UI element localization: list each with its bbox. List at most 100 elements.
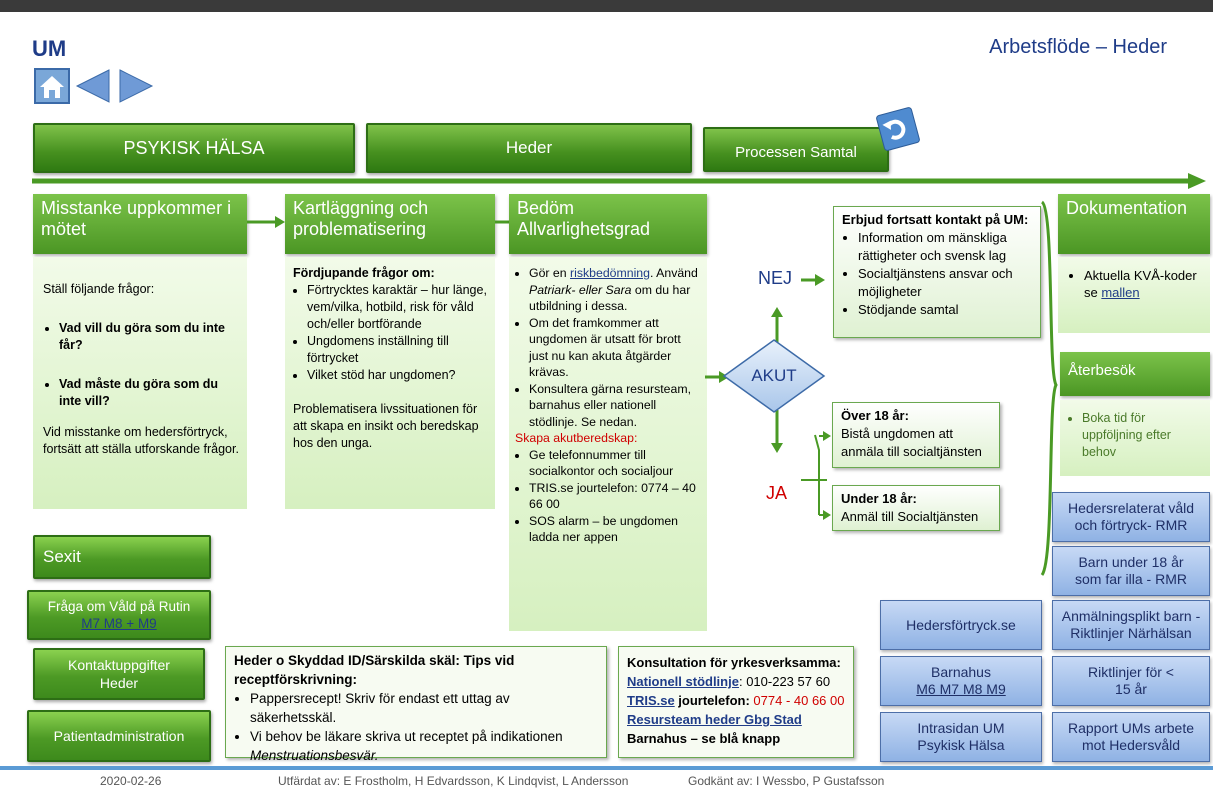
barnahus-label: Barnahus [931, 664, 991, 680]
barnahus-links[interactable]: M6 M7 M8 M9 [916, 681, 1006, 697]
processen-samtal-button[interactable]: Processen Samtal [703, 127, 889, 172]
step1-outro: Vid misstanke om hedersförtryck, fortsät… [43, 425, 239, 456]
akut-label: AKUT [751, 366, 797, 385]
top-bar [0, 0, 1213, 12]
aterbesok-panel: Boka tid för uppföljning efter behov [1060, 400, 1210, 476]
step3-bullet: Gör en riskbedömning. Använd Patriark- e… [529, 265, 701, 315]
text: Vi behov be läkare skriva ut receptet på… [250, 729, 563, 744]
fraga-label: Fråga om Våld på Rutin [47, 599, 191, 614]
aterbesok-heading: Återbesök [1060, 352, 1210, 396]
step-kartlaggning-panel: Fördjupande frågor om: Förtrycktes karak… [285, 257, 495, 509]
tips-item: Pappersrecept! Skriv för endast ett utta… [250, 689, 598, 727]
aterbesok-item: Boka tid för uppföljning efter behov [1082, 410, 1202, 461]
over-18-title: Över 18 år: [841, 408, 909, 423]
rmr-hedersvald-button[interactable]: Hedersrelaterat våld och förtryck- RMR [1052, 492, 1210, 542]
footer-date: 2020-02-26 [100, 774, 162, 788]
akut-item: Ge telefonnummer till socialkontor och s… [529, 447, 701, 480]
barnahus-button[interactable]: Barnahus M6 M7 M8 M9 [880, 656, 1042, 706]
resursteam-link[interactable]: Resursteam heder Gbg Stad [627, 712, 802, 727]
konsultation-box: Konsultation för yrkesverksamma: Natione… [618, 646, 854, 758]
step2-item: Ungdomens inställning till förtrycket [307, 333, 487, 367]
return-arrow-icon[interactable] [876, 107, 920, 151]
under-18-box: Under 18 år: Anmäl till Socialtjänsten [832, 485, 1000, 531]
kontaktuppgifter-button[interactable]: Kontaktuppgifter Heder [33, 648, 205, 700]
footer-godkant: Godkänt av: I Wessbo, P Gustafsson [688, 774, 885, 788]
arrow-left-icon[interactable] [75, 68, 111, 104]
heder-button[interactable]: Heder [366, 123, 692, 173]
step-misstanke-panel: Ställ följande frågor: Vad vill du göra … [33, 257, 247, 509]
fraga-om-vald-button[interactable]: Fråga om Våld på Rutin M7 M8 + M9 [27, 590, 211, 640]
mallen-link[interactable]: mallen [1101, 285, 1140, 300]
text: Gör en [529, 266, 571, 280]
under-18-title: Under 18 år: [841, 491, 917, 506]
nationell-stodlinje-link[interactable]: Nationell stödlinje [627, 674, 739, 689]
arrow-right-icon[interactable] [118, 68, 154, 104]
akut-diamond [722, 339, 826, 413]
patientadministration-button[interactable]: Patientadministration [27, 710, 211, 762]
rmr-barn-button[interactable]: Barn under 18 år som far illa - RMR [1052, 546, 1210, 596]
step1-question: Vad vill du göra som du inte får? [59, 320, 239, 354]
home-icon[interactable] [34, 68, 70, 104]
step2-intro: Fördjupande frågor om: [293, 266, 435, 280]
over-18-box: Över 18 år: Bistå ungdomen att anmäla ti… [832, 402, 1000, 468]
phone: 0774 - 40 66 00 [753, 693, 845, 708]
rapport-button[interactable]: Rapport UMs arbete mot Hedersvåld [1052, 712, 1210, 762]
dokumentation-panel: Aktuella KVÅ-koder se mallen [1058, 257, 1210, 333]
footer-utfardat: Utfärdat av: E Frostholm, H Edvardsson, … [278, 774, 629, 788]
erbjud-item: Information om mänskliga rättigheter och… [858, 229, 1032, 265]
footer-divider [0, 766, 1213, 770]
text: Menstruationsbesvär. [250, 748, 379, 763]
step2-item: Förtrycktes karaktär – hur länge, vem/vi… [307, 282, 487, 333]
text: Aktuella KVÅ-koder se [1084, 268, 1197, 300]
step3-bullet: Om det framkommer att ungdomen är utsatt… [529, 315, 701, 381]
step-kartlaggning-heading: Kartläggning och problematisering [285, 194, 495, 254]
riskbedomning-link[interactable]: riskbedömning [570, 266, 650, 280]
brace [1040, 200, 1058, 576]
text: Patriark- eller Sara [529, 282, 632, 297]
dokumentation-item: Aktuella KVÅ-koder se mallen [1084, 267, 1200, 301]
ja-label: JA [766, 483, 788, 503]
erbjud-title: Erbjud fortsatt kontakt på UM: [842, 212, 1029, 227]
arrow-connector [247, 216, 285, 228]
flow-arrow [32, 173, 1206, 189]
konsult-title: Konsultation för yrkesverksamma: [627, 655, 841, 670]
step2-outro: Problematisera livssituationen för att s… [293, 402, 479, 450]
decision-arrows [705, 274, 831, 520]
konsult-line: TRIS.se jourtelefon: 0774 - 40 66 00 [627, 691, 845, 710]
tips-box: Heder o Skyddad ID/Särskilda skäl: Tips … [225, 646, 607, 763]
akut-heading: Skapa akutberedskap: [515, 431, 638, 445]
nej-label: NEJ [758, 268, 793, 288]
step2-item: Vilket stöd har ungdomen? [307, 367, 487, 384]
tips-item: Vi behov be läkare skriva ut receptet på… [250, 727, 598, 765]
text: jourtelefon: [674, 693, 754, 708]
step1-intro: Ställ följande frågor: [43, 282, 155, 296]
riktlinjer-button[interactable]: Riktlinjer för < 15 år [1052, 656, 1210, 706]
erbjud-box: Erbjud fortsatt kontakt på UM: Informati… [833, 206, 1041, 338]
erbjud-item: Socialtjänstens ansvar och möjligheter [858, 265, 1032, 301]
akut-item: TRIS.se jourtelefon: 0774 – 40 66 00 [529, 480, 701, 513]
over-18-text: Bistå ungdomen att anmäla till socialtjä… [841, 426, 982, 459]
tris-link[interactable]: TRIS.se [627, 693, 675, 708]
tips-title: Heder o Skyddad ID/Särskilda skäl: Tips … [234, 653, 515, 687]
logo-text: UM [32, 36, 67, 61]
psykisk-halsa-button[interactable]: PSYKISK HÄLSA [33, 123, 355, 173]
page-title: Arbetsflöde – Heder [989, 36, 1167, 58]
dokumentation-heading: Dokumentation [1058, 194, 1210, 254]
intrasidan-button[interactable]: Intrasidan UM Psykisk Hälsa [880, 712, 1042, 762]
erbjud-item: Stödjande samtal [858, 301, 1032, 319]
konsult-line: Barnahus – se blå knapp [627, 731, 781, 746]
hedersfortryck-button[interactable]: Hedersförtryck.se [880, 600, 1042, 650]
step3-bullet: Konsultera gärna resursteam, barnahus el… [529, 381, 701, 431]
step-bedom-panel: Gör en riskbedömning. Använd Patriark- e… [509, 257, 707, 631]
step-bedom-heading: Bedöm Allvarlighetsgrad [509, 194, 707, 254]
text: . Använd [650, 266, 698, 280]
text: om du har utbildning i dessa. [529, 282, 691, 314]
sexit-button[interactable]: Sexit [33, 535, 211, 579]
akut-item: SOS alarm – be ungdomen ladda ner appen [529, 513, 701, 546]
fraga-links[interactable]: M7 M8 + M9 [81, 616, 157, 631]
text: : 010-223 57 60 [738, 674, 831, 689]
step1-question: Vad måste du göra som du inte vill? [59, 376, 239, 410]
anmalningsplikt-button[interactable]: Anmälningsplikt barn - Riktlinjer Närhäl… [1052, 600, 1210, 650]
under-18-text: Anmäl till Socialtjänsten [841, 509, 979, 524]
step-misstanke-heading: Misstanke uppkommer i mötet [33, 194, 247, 254]
